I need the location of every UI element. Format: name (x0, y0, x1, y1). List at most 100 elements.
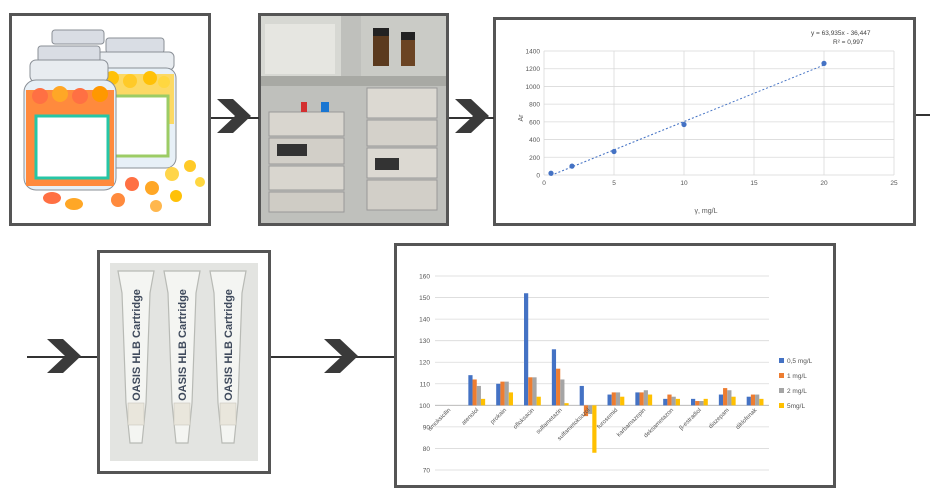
data-point (548, 171, 553, 176)
category-label: amoksicilin (427, 408, 452, 433)
box-cartridges: OASIS HLB Cartridge OASIS HLB Cartridge OA… (97, 250, 271, 474)
chevron-right-icon (322, 337, 360, 375)
y-tick-label: 1400 (526, 49, 541, 56)
legend-swatch (779, 358, 784, 363)
legend-label: 2 mg/L (787, 388, 807, 395)
bar (552, 349, 556, 405)
data-point (611, 149, 616, 154)
bar (468, 375, 472, 405)
x-tick-label: 10 (680, 180, 688, 187)
bar (640, 392, 644, 405)
trendline-equation: y = 63,935x - 36,447 (811, 30, 871, 37)
bar (592, 405, 596, 452)
y-tick-label: 1000 (526, 84, 541, 91)
bar (635, 392, 639, 405)
bar (496, 384, 500, 406)
legend-label: 1 mg/L (787, 373, 807, 380)
y-tick-label: 110 (420, 381, 431, 388)
bar (747, 397, 751, 406)
category-label: karbamazepin (616, 408, 647, 439)
x-tick-label: 20 (820, 180, 828, 187)
x-tick-label: 5 (612, 180, 616, 187)
legend-swatch (779, 403, 784, 408)
bar (676, 399, 680, 405)
y-tick-label: 1200 (526, 66, 541, 73)
bar (695, 401, 699, 405)
bar (564, 403, 568, 405)
bar (648, 395, 652, 406)
category-label: prokain (490, 408, 508, 426)
y-tick-label: 200 (529, 155, 540, 162)
chevron-right-icon (215, 97, 253, 135)
cartridge-label: OASIS HLB Cartridge (131, 289, 143, 401)
pill-bottles-image (12, 16, 208, 223)
data-point (821, 61, 826, 66)
bar (751, 395, 755, 406)
bar (524, 293, 528, 405)
bar (556, 369, 560, 406)
bar (528, 377, 532, 405)
y-tick-label: 140 (419, 317, 430, 324)
y-tick-label: 120 (419, 360, 430, 367)
bar (731, 397, 735, 406)
bar (616, 392, 620, 405)
bar (500, 382, 504, 406)
bar (667, 395, 671, 406)
bar (704, 399, 708, 405)
r-squared-label: R² = 0,997 (833, 39, 864, 46)
y-tick-label: 130 (419, 338, 430, 345)
hplc-instrument-photo (261, 16, 446, 223)
bar (509, 392, 513, 405)
bar (580, 386, 584, 405)
x-axis-label: γ, mg/L (695, 208, 718, 215)
trendline (551, 65, 824, 175)
bar (505, 382, 509, 406)
bar (672, 397, 676, 406)
cartridge-label: OASIS HLB Cartridge (223, 289, 235, 401)
y-axis-label: Ar (518, 114, 525, 122)
legend-label: 0,5 mg/L (787, 358, 813, 365)
bar (663, 399, 667, 405)
y-tick-label: 400 (529, 137, 540, 144)
bar (691, 399, 695, 405)
y-tick-label: 800 (529, 102, 540, 109)
cartridge-label: OASIS HLB Cartridge (177, 289, 189, 401)
bar (560, 379, 564, 405)
chevron-right-icon (453, 97, 491, 135)
chevron-right-icon (45, 337, 83, 375)
bar (532, 377, 536, 405)
connector-line (916, 114, 930, 116)
bar (699, 401, 703, 405)
y-tick-label: 70 (423, 468, 431, 475)
box-hplc (258, 13, 449, 226)
bar (620, 397, 624, 406)
y-tick-label: 600 (529, 119, 540, 126)
category-label: β-estradiol (679, 408, 703, 432)
legend-label: 5mg/L (787, 403, 805, 410)
bar (477, 386, 481, 405)
legend-swatch (779, 388, 784, 393)
spe-cartridges-photo: OASIS HLB Cartridge OASIS HLB Cartridge OA… (100, 253, 268, 471)
y-tick-label: 80 (423, 446, 431, 453)
category-label: deksametazon (643, 408, 675, 440)
bar (612, 392, 616, 405)
x-tick-label: 15 (750, 180, 758, 187)
bar (481, 399, 485, 405)
category-label: atenolol (461, 408, 480, 427)
data-point (569, 164, 574, 169)
bar (727, 390, 731, 405)
category-label: sulfametazin (536, 408, 564, 436)
legend-swatch (779, 373, 784, 378)
bar (608, 395, 612, 406)
x-tick-label: 25 (890, 180, 898, 187)
y-tick-label: 160 (419, 274, 430, 281)
bar (759, 399, 763, 405)
y-tick-label: 0 (536, 173, 540, 180)
bar (723, 388, 727, 405)
bar (719, 395, 723, 406)
box-pills (9, 13, 211, 226)
